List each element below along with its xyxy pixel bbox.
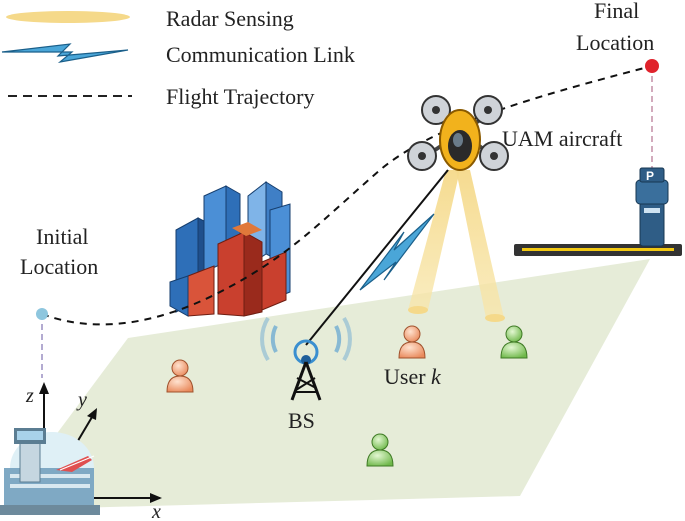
final-location-point <box>645 59 659 73</box>
legend-comm-label: Communication Link <box>166 42 355 67</box>
legend: Radar Sensing Communication Link Flight … <box>1 6 355 109</box>
final-location-line2: Location <box>576 30 654 55</box>
user-k-prefix: User <box>384 364 426 389</box>
communication-link-bolt <box>359 213 435 291</box>
radar-beam-1-footprint <box>408 306 428 314</box>
axis-x-label: x <box>151 501 161 521</box>
initial-location-line2: Location <box>20 254 98 279</box>
radar-beam-1 <box>408 170 460 310</box>
uam-aircraft-label: UAM aircraft <box>502 126 622 151</box>
ground-plane <box>0 259 650 510</box>
initial-location-point <box>36 308 48 320</box>
user-icon-k <box>398 325 426 359</box>
base-station-label: BS <box>288 408 315 433</box>
legend-traj-label: Flight Trajectory <box>166 84 315 109</box>
base-station-icon <box>260 316 352 401</box>
user-icon-right <box>500 325 528 359</box>
legend-radar-label: Radar Sensing <box>166 6 294 31</box>
radar-beam-2 <box>456 170 504 318</box>
radar-beam-2-footprint <box>485 314 505 322</box>
user-k-var: k <box>431 364 442 389</box>
city-buildings-icon <box>169 180 291 317</box>
final-location-line1: Final <box>594 0 639 23</box>
parking-sign-label: P <box>646 169 654 183</box>
uam-aircraft-icon <box>407 95 509 171</box>
vertiport-icon: P <box>514 167 682 256</box>
communication-link-line <box>305 169 449 346</box>
user-k-label: User k <box>384 364 442 389</box>
axis-z-label: z <box>25 385 34 407</box>
flight-trajectory <box>41 65 653 326</box>
airport-icon <box>0 428 100 515</box>
legend-radar-swatch <box>6 11 130 23</box>
user-icon-left <box>166 359 194 393</box>
initial-location-line1: Initial <box>36 224 89 249</box>
legend-comm-swatch <box>1 43 129 63</box>
axis-y-label: y <box>76 389 87 411</box>
user-icon-bottom <box>366 433 394 467</box>
